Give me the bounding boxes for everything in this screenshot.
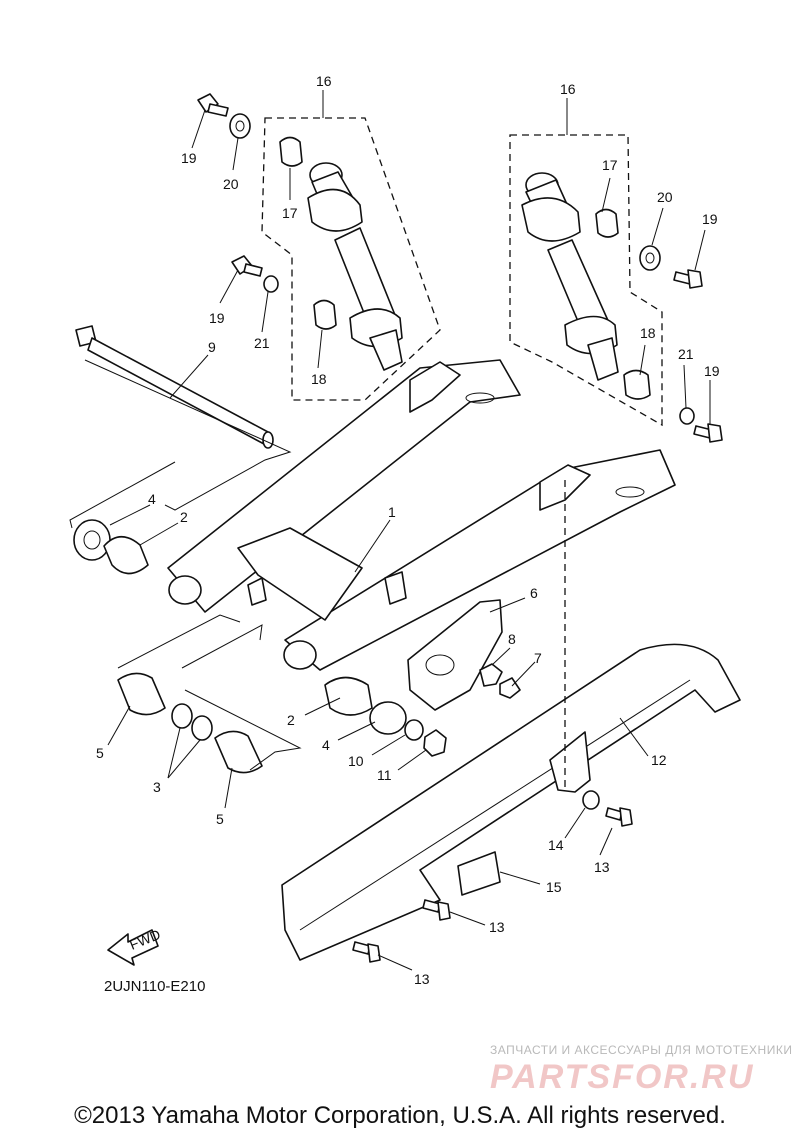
callout-10: 10: [348, 753, 364, 769]
callout-1: 1: [388, 504, 396, 520]
callout-17-right: 17: [602, 157, 618, 173]
thrust-cover-4-right: [369, 701, 407, 735]
callout-8: 8: [508, 631, 516, 647]
washer-21-left: [263, 275, 279, 293]
right-shock-absorber: [521, 172, 619, 381]
pivot-shaft-9: [75, 325, 274, 449]
thrust-cover-4-left: [73, 519, 111, 561]
callout-21-right: 21: [678, 346, 694, 362]
callout-16-left: 16: [316, 73, 332, 89]
right-shock-absorber-group: [509, 134, 663, 427]
callout-12: 12: [651, 752, 667, 768]
bolt-19-mid-left: [231, 255, 263, 277]
callout-21-left: 21: [254, 335, 270, 351]
washer-3-a: [171, 703, 193, 729]
callout-11: 11: [377, 767, 392, 783]
collar-5-lower: [214, 730, 263, 774]
callout-14: 14: [548, 837, 564, 853]
right-bushing-17: [595, 208, 619, 238]
left-bushing-18: [313, 299, 337, 330]
callout-3: 3: [153, 779, 161, 795]
callout-2-left: 2: [180, 509, 188, 525]
callout-16-right: 16: [560, 81, 576, 97]
callout-18-right: 18: [640, 325, 656, 341]
drawing-code: 2UJN110-E210: [104, 978, 206, 995]
washer-20-right: [639, 245, 661, 271]
copyright-notice: ©2013 Yamaha Motor Corporation, U.S.A. A…: [74, 1102, 726, 1129]
collar-8: [479, 663, 503, 687]
watermark-tagline: ЗАПЧАСТИ И АКСЕССУАРЫ ДЛЯ МОТОТЕХНИКИ: [490, 1043, 793, 1057]
callout-6: 6: [530, 585, 538, 601]
callout-15: 15: [546, 879, 562, 895]
washer-10: [404, 719, 424, 741]
washer-14: [582, 790, 600, 810]
bolt-19-right-upper: [673, 269, 703, 289]
callout-19-mid-left: 19: [209, 310, 225, 326]
callout-5-upper: 5: [96, 745, 104, 761]
bolt-19-upper-left: [197, 93, 229, 117]
callout-18-left: 18: [311, 371, 327, 387]
bushing-2-right: [324, 676, 373, 716]
callout-20-left: 20: [223, 176, 239, 192]
bolt-19-right-lower: [693, 423, 723, 443]
fwd-arrow-icon: FWD: [107, 926, 163, 966]
nut-11: [423, 729, 447, 757]
callout-20-right: 20: [657, 189, 673, 205]
callout-19-upper-left: 19: [181, 150, 197, 166]
callout-19-right-lower: 19: [704, 363, 720, 379]
left-shock-absorber: [307, 162, 403, 371]
right-bushing-18: [623, 369, 651, 400]
callout-numbers: 16 16 19 20 17 17 20 19 19 21 18 18 21 1…: [96, 73, 720, 987]
callout-4-left: 4: [148, 491, 156, 507]
callout-13-right: 13: [594, 859, 610, 875]
leader-lines: [107, 90, 711, 971]
chain-guide-6: [407, 599, 503, 711]
bolt-13-right: [605, 807, 633, 827]
chain-case-12: [281, 643, 741, 961]
callout-13-lower: 13: [414, 971, 430, 987]
left-bushing-17: [279, 136, 303, 167]
callout-5-lower: 5: [216, 811, 224, 827]
callout-9: 9: [208, 339, 216, 355]
washer-21-right: [679, 407, 695, 425]
watermark-logo: PARTSFOR.RU: [490, 1058, 755, 1096]
callout-2-right: 2: [287, 712, 295, 728]
left-shock-absorber-group: [261, 117, 441, 401]
washer-3-b: [191, 715, 213, 741]
label-15: [457, 851, 501, 896]
bolt-13-middle: [422, 899, 451, 921]
callout-17-left: 17: [282, 205, 298, 221]
callout-7: 7: [534, 650, 542, 666]
collar-5-upper: [117, 672, 166, 716]
callout-4-right: 4: [322, 737, 330, 753]
bolt-13-lower: [352, 941, 381, 963]
callout-13-middle: 13: [489, 919, 505, 935]
callout-19-right-upper: 19: [702, 211, 718, 227]
bushing-2-left: [103, 535, 149, 575]
swing-arm-1: [167, 359, 676, 671]
washer-20-upper-left: [229, 113, 251, 139]
